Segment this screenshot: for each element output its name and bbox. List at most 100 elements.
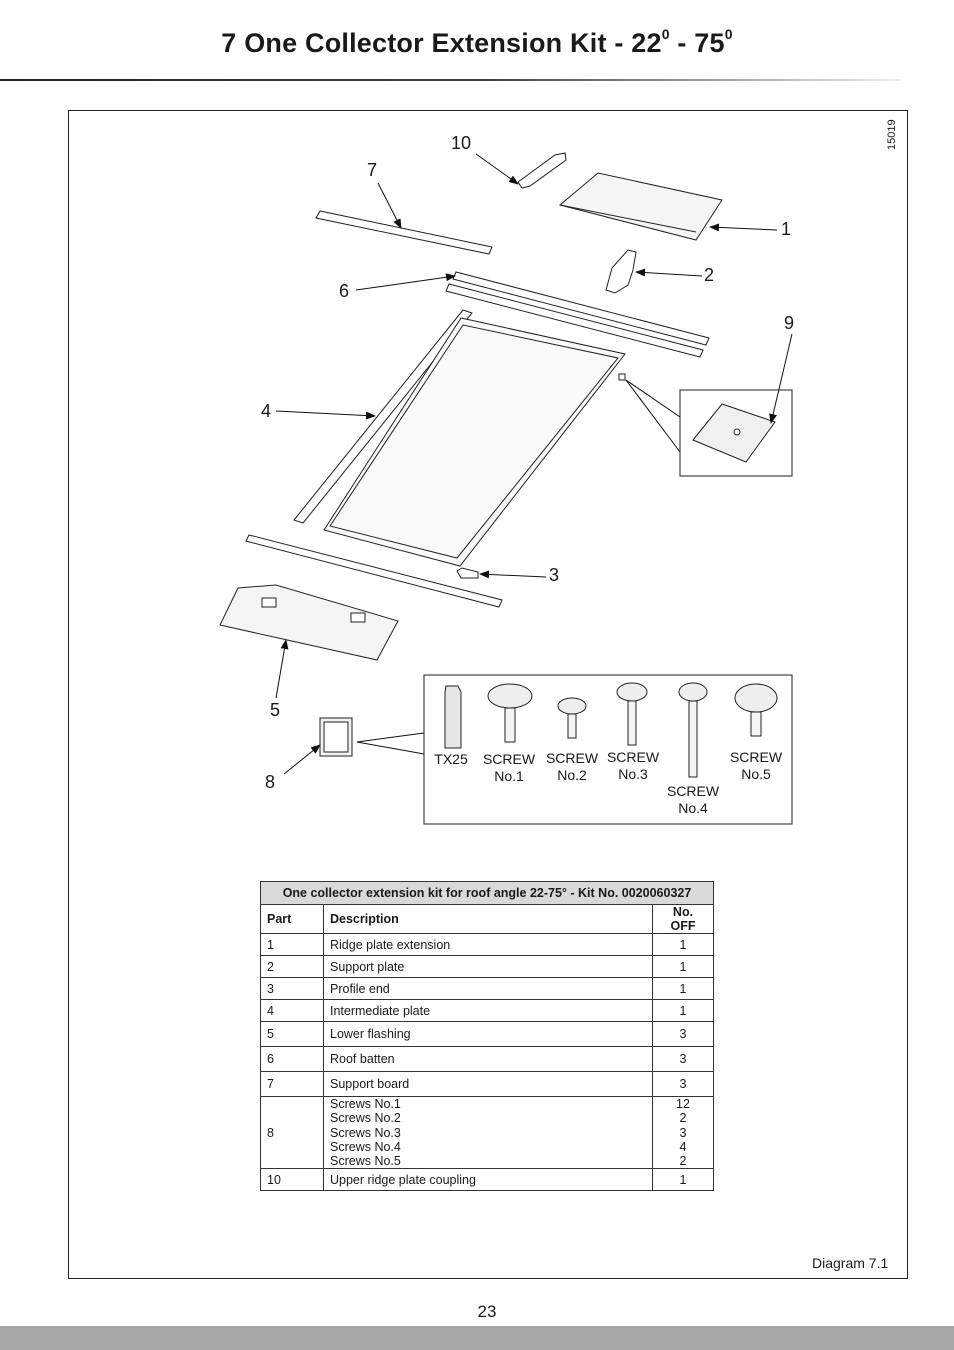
table-row: 4 Intermediate plate 1 bbox=[260, 999, 714, 1022]
part-profile-end bbox=[456, 567, 479, 579]
callout-2: 2 bbox=[704, 265, 715, 285]
page-title: 7 One Collector Extension Kit - 22 0 - 75… bbox=[0, 26, 954, 59]
cell-part: 8 bbox=[260, 1095, 324, 1170]
screw-3-icon bbox=[616, 682, 648, 746]
header-part: Part bbox=[260, 904, 324, 934]
flashing-slot-1 bbox=[261, 597, 277, 608]
leader-8 bbox=[283, 744, 321, 775]
cell-qty: 1 bbox=[652, 999, 714, 1022]
callout-5: 5 bbox=[270, 700, 281, 720]
part-support-board bbox=[315, 210, 493, 255]
table-row: 1 Ridge plate extension 1 bbox=[260, 933, 714, 956]
qty-line-2: 2 bbox=[679, 1111, 687, 1126]
cell-qty: 12 2 3 4 2 bbox=[652, 1095, 714, 1170]
leader-3 bbox=[479, 570, 547, 579]
leader-4 bbox=[275, 410, 376, 420]
qty-line-4: 4 bbox=[679, 1139, 687, 1154]
part-intermediate-plate bbox=[293, 309, 473, 524]
cell-qty: 3 bbox=[652, 1046, 714, 1072]
screw-2-icon bbox=[557, 697, 587, 739]
callout-8: 8 bbox=[265, 772, 276, 792]
header-description: Description bbox=[323, 904, 653, 934]
leader-5 bbox=[275, 639, 289, 699]
title-text: 7 One Collector Extension Kit - 22 bbox=[221, 28, 662, 58]
cell-part: 4 bbox=[260, 999, 324, 1022]
leader-9 bbox=[769, 333, 793, 424]
cell-description: Upper ridge plate coupling bbox=[323, 1168, 653, 1192]
table-row: 2 Support plate 1 bbox=[260, 955, 714, 978]
diagram-frame bbox=[68, 110, 908, 1279]
cell-qty: 3 bbox=[652, 1021, 714, 1047]
cell-description: Roof batten bbox=[323, 1046, 653, 1072]
screw-line-2: Screws No.2 bbox=[330, 1111, 401, 1126]
cell-description: Support board bbox=[323, 1071, 653, 1097]
leader-7 bbox=[377, 182, 402, 229]
cell-qty: 1 bbox=[652, 1168, 714, 1192]
cell-part: 2 bbox=[260, 955, 324, 978]
callout-10: 10 bbox=[451, 133, 472, 153]
header-no-off: No. OFF bbox=[652, 904, 714, 934]
qty-line-1: 12 bbox=[676, 1097, 690, 1111]
callout-1: 1 bbox=[781, 219, 792, 239]
table-row: 3 Profile end 1 bbox=[260, 977, 714, 1000]
cell-description: Screws No.1 Screws No.2 Screws No.3 Scre… bbox=[323, 1095, 653, 1170]
part-clip bbox=[618, 373, 626, 381]
table-row: 8 Screws No.1 Screws No.2 Screws No.3 Sc… bbox=[260, 1095, 714, 1170]
cell-description: Profile end bbox=[323, 977, 653, 1000]
collector-panel bbox=[323, 317, 626, 567]
screw-line-3: Screws No.3 bbox=[330, 1125, 401, 1140]
part-lower-flashing bbox=[219, 584, 399, 661]
callout-3: 3 bbox=[549, 565, 560, 585]
leader-8-box-top bbox=[356, 732, 425, 743]
cell-qty: 3 bbox=[652, 1071, 714, 1097]
diagram-caption: Diagram 7.1 bbox=[812, 1255, 889, 1271]
part-lower-batten bbox=[245, 534, 503, 608]
footer-bar bbox=[0, 1326, 954, 1350]
callout-9: 9 bbox=[784, 313, 795, 333]
cell-part: 1 bbox=[260, 933, 324, 956]
leader-2 bbox=[635, 268, 703, 277]
cell-part: 6 bbox=[260, 1046, 324, 1072]
leader-10 bbox=[475, 153, 519, 185]
part-ridge-plate-extension bbox=[558, 172, 723, 241]
table-row: 7 Support board 3 bbox=[260, 1071, 714, 1097]
part-upper-ridge-coupling bbox=[517, 152, 567, 189]
cell-qty: 1 bbox=[652, 933, 714, 956]
leader-8-box-bottom bbox=[356, 741, 425, 755]
page-number: 23 bbox=[477, 1302, 497, 1321]
title-degree-2: 0 bbox=[724, 26, 733, 42]
table-row: 6 Roof batten 3 bbox=[260, 1046, 714, 1072]
tx25-label: TX25 bbox=[434, 751, 468, 767]
table-caption: One collector extension kit for roof ang… bbox=[260, 881, 714, 905]
screw-line-1: Screws No.1 bbox=[330, 1097, 401, 1111]
screw-4-icon bbox=[678, 682, 708, 778]
leader-inset-bottom bbox=[625, 379, 681, 453]
table-row: 10 Upper ridge plate coupling 1 bbox=[260, 1168, 714, 1192]
cell-part: 3 bbox=[260, 977, 324, 1000]
leader-6 bbox=[355, 273, 456, 291]
leader-inset-top bbox=[625, 379, 681, 418]
qty-line-3: 3 bbox=[679, 1125, 687, 1140]
leader-1 bbox=[709, 223, 778, 232]
cell-part: 10 bbox=[260, 1168, 324, 1192]
callout-6: 6 bbox=[339, 281, 350, 301]
title-rule bbox=[0, 79, 900, 81]
table-row: 5 Lower flashing 3 bbox=[260, 1021, 714, 1047]
screw-line-5: Screws No.5 bbox=[330, 1154, 401, 1169]
flashing-slot-2 bbox=[350, 612, 366, 623]
cell-qty: 1 bbox=[652, 977, 714, 1000]
cell-part: 5 bbox=[260, 1021, 324, 1047]
cell-description: Lower flashing bbox=[323, 1021, 653, 1047]
cell-description: Support plate bbox=[323, 955, 653, 978]
part-support-plate bbox=[605, 249, 637, 294]
screw-line-4: Screws No.4 bbox=[330, 1139, 401, 1154]
title-text-2: - 75 bbox=[669, 28, 725, 58]
cell-description: Intermediate plate bbox=[323, 999, 653, 1022]
screw-5-icon bbox=[734, 683, 778, 737]
callout-7: 7 bbox=[367, 160, 378, 180]
